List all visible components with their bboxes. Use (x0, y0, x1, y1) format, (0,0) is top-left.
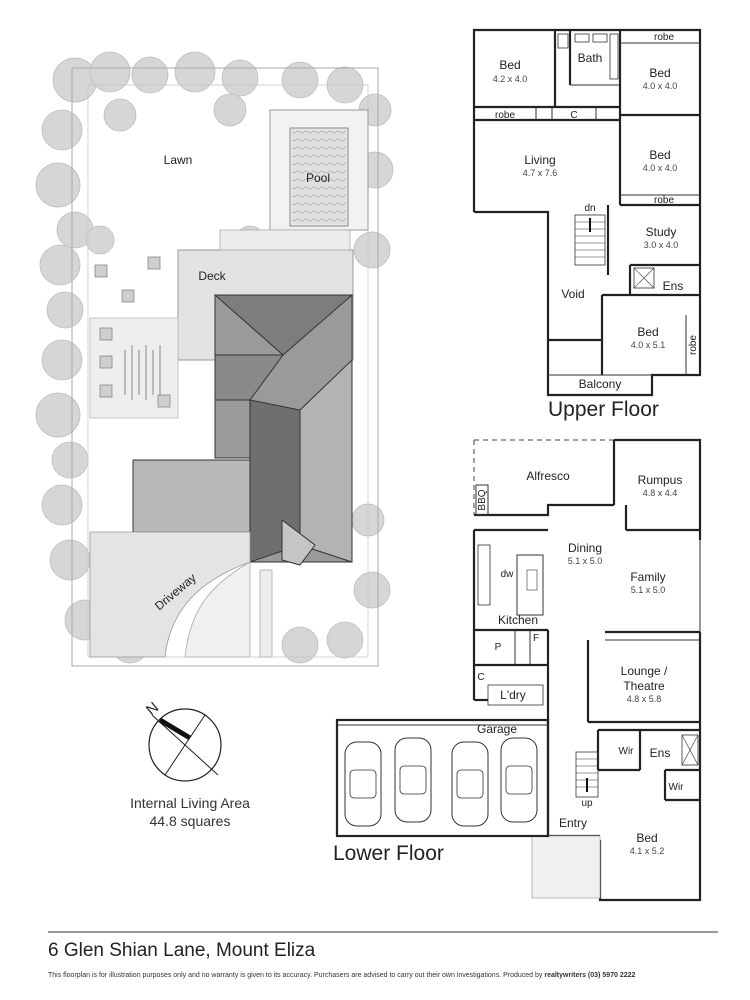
upper-bed2-dim: 4.0 x 4.0 (643, 81, 678, 91)
upper-floor-title: Upper Floor (548, 398, 659, 421)
lower-bed-dim: 4.1 x 5.2 (630, 846, 665, 856)
lower-family-dim: 5.1 x 5.0 (631, 585, 666, 595)
north-compass: N (143, 699, 222, 782)
lower-garage-name: Garage (477, 722, 517, 736)
disclaimer: This floorplan is for illustration purpo… (48, 972, 635, 979)
upper-stairs-dn: dn (584, 203, 595, 214)
lower-wir2-name: Wir (669, 782, 685, 793)
house-roof (132, 294, 354, 566)
lower-alfresco-name: Alfresco (526, 469, 570, 483)
lower-entry-name: Entry (559, 816, 587, 830)
upper-void-name: Void (561, 287, 584, 301)
lower-family-name: Family (630, 570, 665, 584)
upper-floor-plan (472, 28, 702, 397)
label-deck: Deck (198, 269, 226, 283)
label-pool: Pool (306, 171, 330, 185)
lower-lounge-name: Lounge / (621, 664, 668, 678)
property-address: 6 Glen Shian Lane, Mount Eliza (48, 940, 316, 961)
upper-robe-label-3: robe (654, 195, 674, 206)
lower-ens-name: Ens (650, 746, 671, 760)
lower-floor-title: Lower Floor (333, 842, 444, 865)
lower-laundry-name: L'dry (500, 688, 526, 702)
lower-dw-label: dw (501, 569, 515, 580)
upper-bed4-dim: 4.0 x 5.1 (631, 340, 666, 350)
lower-cupboard-label: C (477, 672, 484, 683)
upper-robe-label: robe (654, 32, 674, 43)
upper-bed4-name: Bed (637, 325, 658, 339)
lower-dining-name: Dining (568, 541, 602, 555)
lower-theatre-dim: 4.8 x 5.8 (627, 694, 662, 704)
upper-bed2-name: Bed (649, 66, 670, 80)
label-lawn: Lawn (164, 153, 193, 167)
lower-bed-name: Bed (636, 831, 657, 845)
compass-n: N (143, 699, 162, 719)
upper-bed1-dim: 4.2 x 4.0 (493, 74, 528, 84)
producer-credit: realtywriters (03) 5970 2222 (544, 972, 636, 979)
upper-bed3-dim: 4.0 x 4.0 (643, 163, 678, 173)
disclaimer-text: This floorplan is for illustration purpo… (48, 972, 545, 979)
lower-fridge-label: F (533, 633, 539, 644)
lower-stairs-up: up (581, 798, 593, 809)
upper-bed3-name: Bed (649, 148, 670, 162)
upper-study-dim: 3.0 x 4.0 (644, 240, 679, 250)
upper-balcony-name: Balcony (579, 377, 622, 391)
lower-pantry-label: P (495, 642, 502, 653)
lower-floor-plan (335, 438, 702, 902)
lower-rumpus-name: Rumpus (638, 473, 683, 487)
internal-living-area: Internal Living Area 44.8 squares (100, 794, 280, 830)
upper-bed1-name: Bed (499, 58, 520, 72)
upper-robe-label-4: robe (688, 335, 699, 355)
upper-living-name: Living (524, 153, 555, 167)
internal-area-value: 44.8 squares (149, 813, 231, 829)
lower-dining-dim: 5.1 x 5.0 (568, 556, 603, 566)
upper-living-dim: 4.7 x 7.6 (523, 168, 558, 178)
lower-bbq-label: BBQ (477, 489, 488, 510)
internal-area-label: Internal Living Area (130, 795, 250, 811)
upper-study-name: Study (646, 225, 677, 239)
upper-bath-name: Bath (578, 51, 603, 65)
lower-rumpus-dim: 4.8 x 4.4 (643, 488, 678, 498)
site-plan (35, 51, 394, 667)
upper-ens-name: Ens (663, 279, 684, 293)
upper-cupboard-label: C (570, 110, 577, 121)
garage-cars (344, 737, 538, 827)
lower-kitchen-name: Kitchen (498, 613, 538, 627)
lower-theatre-name: Theatre (623, 679, 665, 693)
upper-robe-label-2: robe (495, 110, 515, 121)
lower-wir1-name: Wir (619, 746, 635, 757)
